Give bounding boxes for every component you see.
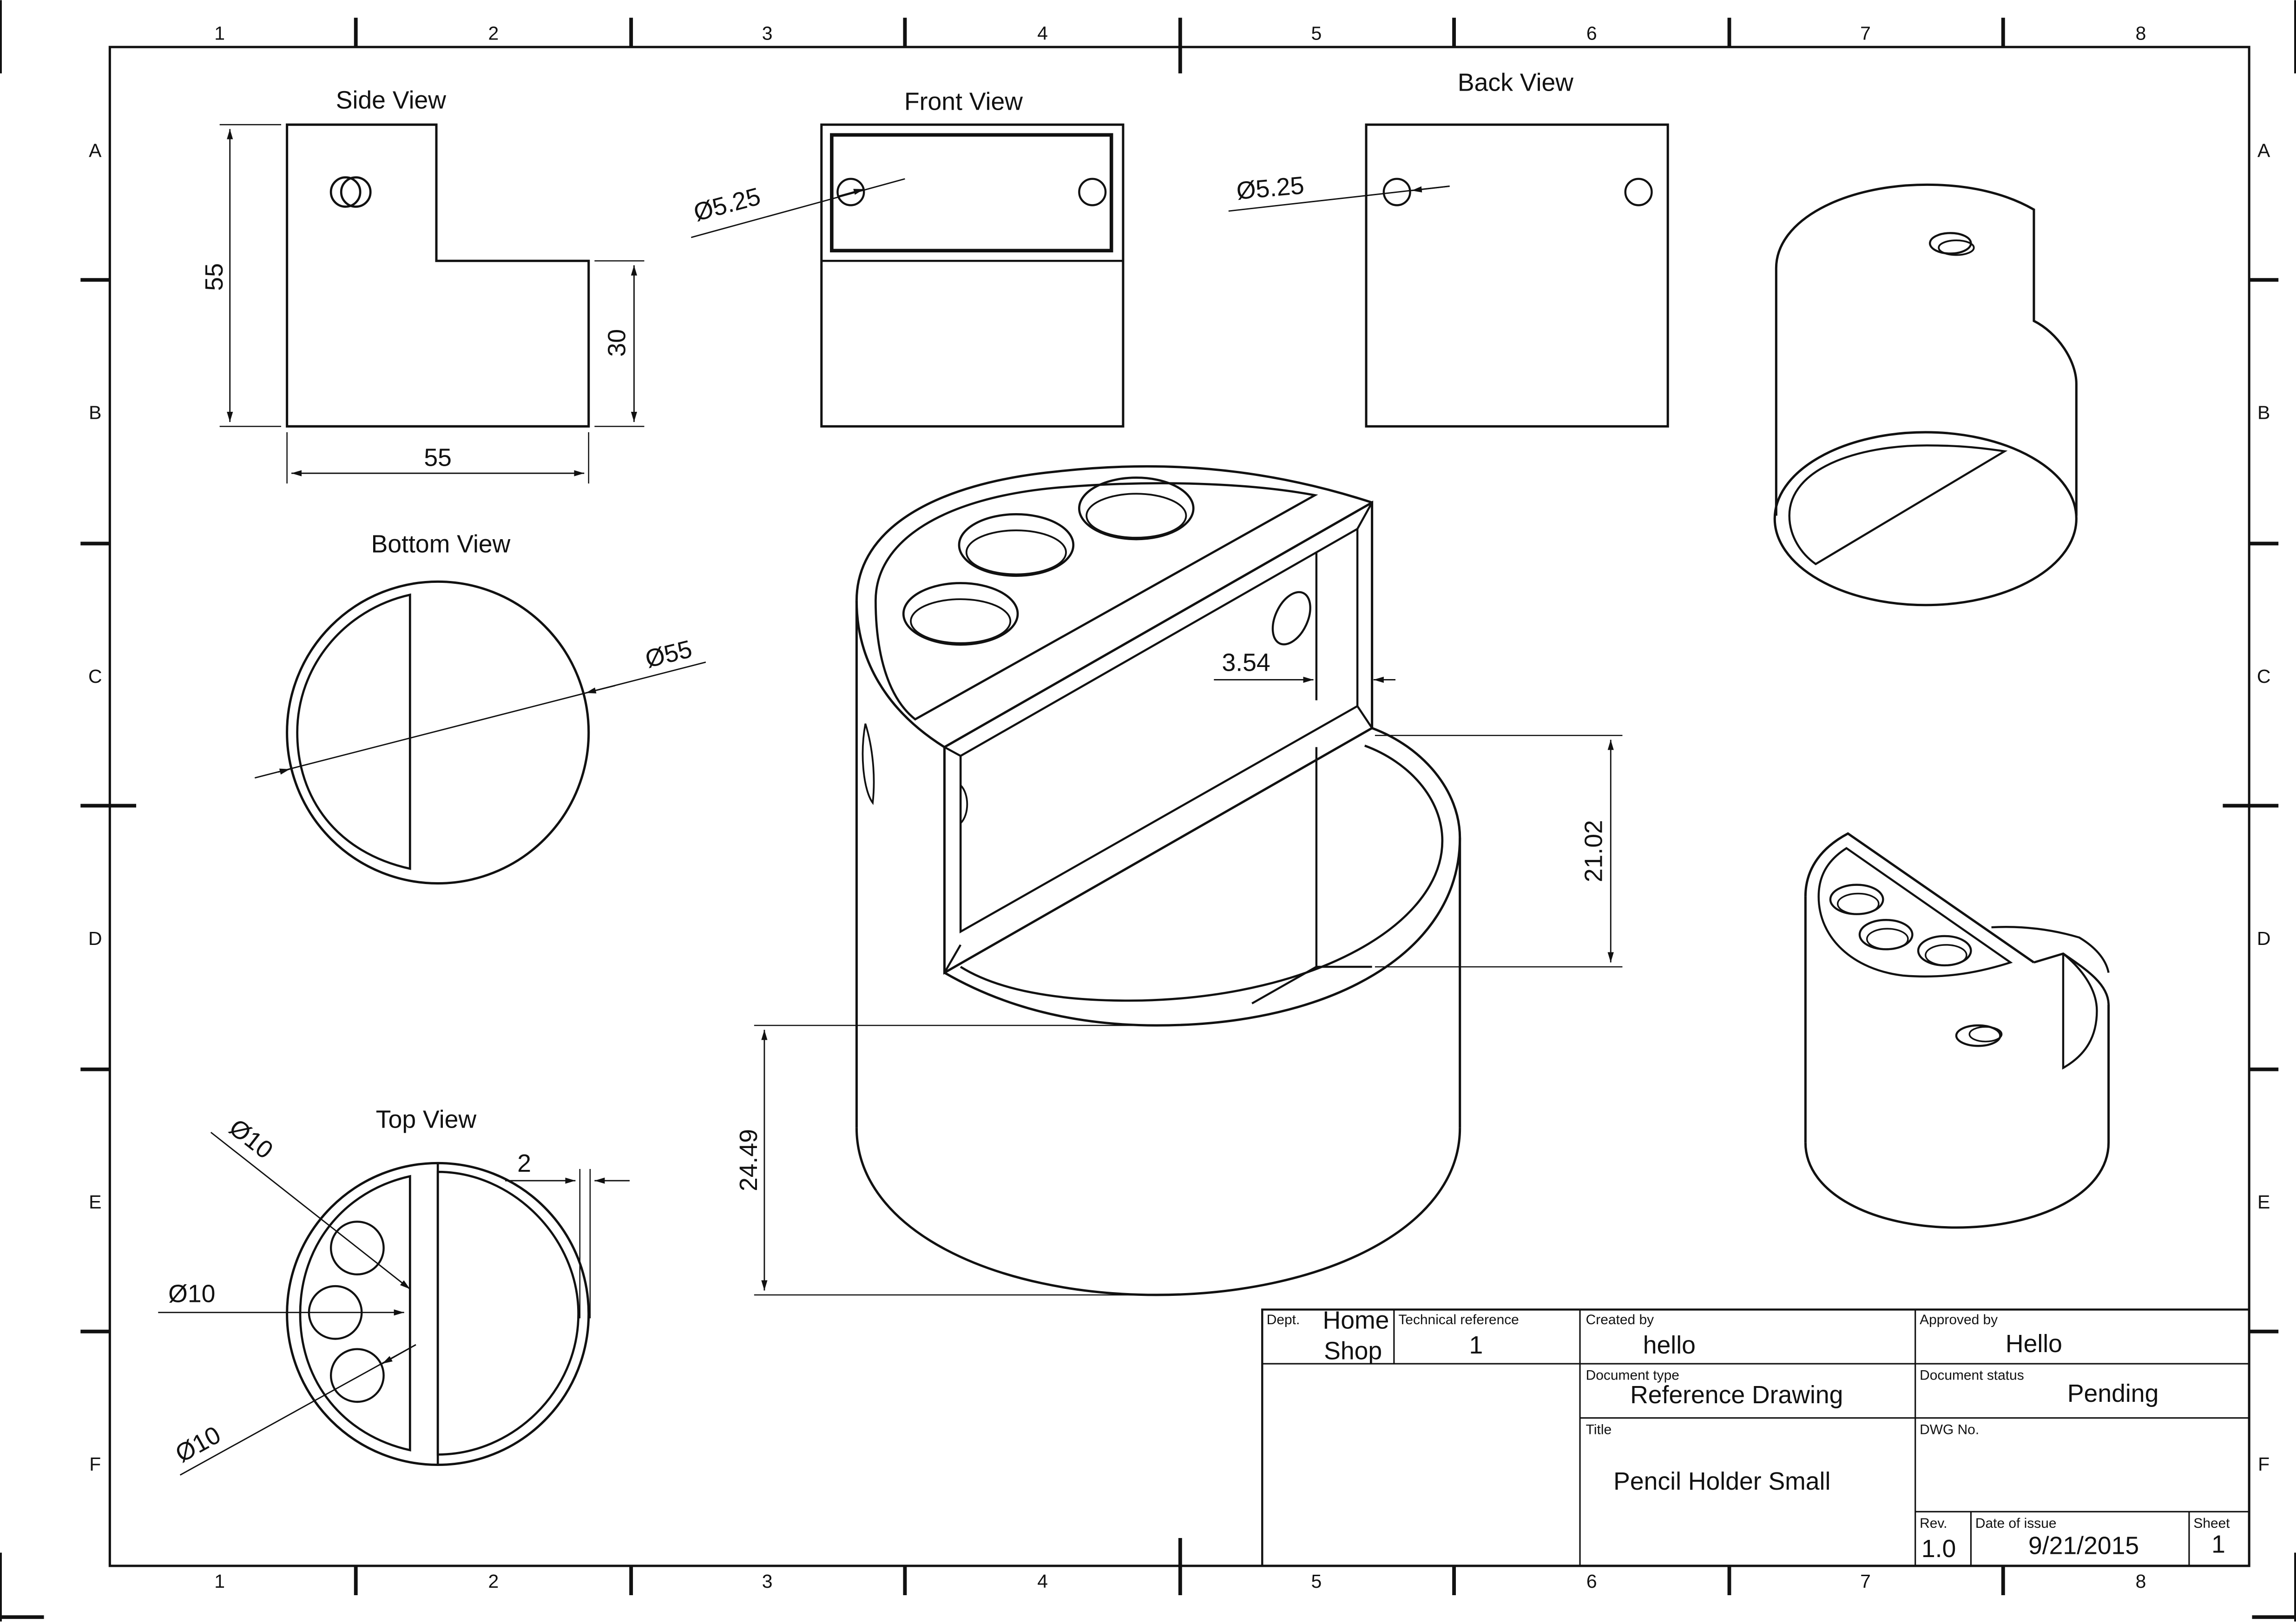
col-label-top: 8 <box>2136 22 2146 44</box>
tb-approved-label: Approved by <box>1920 1312 1998 1327</box>
tb-rev-label: Rev. <box>1920 1516 1947 1531</box>
side-view: Side View 55 30 55 <box>201 87 645 484</box>
iso-view-rear <box>1773 183 2078 607</box>
tb-title: Pencil Holder Small <box>1613 1468 1830 1495</box>
col-label-top: 4 <box>1037 22 1048 44</box>
col-label-bottom: 6 <box>1586 1571 1597 1592</box>
back-view-title: Back View <box>1458 69 1573 97</box>
tb-rev: 1.0 <box>1921 1535 1956 1563</box>
dim-back-hole: Ø5.25 <box>1235 172 1305 205</box>
tb-tech-ref-label: Technical reference <box>1398 1312 1519 1327</box>
bottom-view: Bottom View Ø55 <box>254 530 706 885</box>
row-label-left: A <box>89 140 102 161</box>
row-label-left: E <box>89 1191 101 1213</box>
row-label-left: F <box>89 1453 101 1475</box>
row-label-right: E <box>2257 1191 2270 1213</box>
dim-side-step: 30 <box>604 329 631 357</box>
col-label-top: 1 <box>214 22 225 44</box>
col-label-bottom: 2 <box>488 1571 499 1592</box>
front-view: Front View Ø5.25 <box>691 88 1125 428</box>
tb-doc-status-label: Document status <box>1920 1368 2024 1383</box>
tb-sheet: 1 <box>2211 1531 2225 1558</box>
tb-created: hello <box>1643 1332 1696 1359</box>
col-label-top: 2 <box>488 22 499 44</box>
dim-top-wall: 2 <box>517 1150 531 1177</box>
col-label-bottom: 3 <box>762 1571 773 1592</box>
tb-date-label: Date of issue <box>1975 1516 2057 1531</box>
tb-tech-ref: 1 <box>1469 1332 1483 1359</box>
col-label-bottom: 1 <box>214 1571 225 1592</box>
front-view-title: Front View <box>904 88 1023 116</box>
tb-dept-line2: Shop <box>1324 1338 1382 1365</box>
col-label-top: 3 <box>762 22 773 44</box>
bottom-view-title: Bottom View <box>371 530 511 558</box>
dim-iso-height-lower: 24.49 <box>735 1129 763 1191</box>
tb-created-label: Created by <box>1586 1312 1654 1327</box>
iso-view-front <box>1804 832 2110 1229</box>
dim-top-hole-1: Ø10 <box>224 1114 278 1164</box>
dim-iso-height-upper: 21.02 <box>1580 820 1607 882</box>
row-label-left: D <box>88 928 102 949</box>
back-view: Back View Ø5.25 <box>1228 69 1669 428</box>
row-label-right: A <box>2257 140 2270 161</box>
tb-dept-label: Dept. <box>1267 1312 1300 1327</box>
iso-view-main: 3.54 21.02 24.49 <box>735 465 1623 1296</box>
dim-side-width: 55 <box>424 444 452 471</box>
tb-doc-status: Pending <box>2067 1380 2159 1407</box>
dim-side-height: 55 <box>201 263 228 291</box>
col-label-bottom: 7 <box>1860 1571 1871 1592</box>
col-label-top: 6 <box>1586 22 1597 44</box>
tb-dwg-label: DWG No. <box>1920 1422 1979 1437</box>
tb-sheet-label: Sheet <box>2193 1516 2230 1531</box>
tb-date: 9/21/2015 <box>2028 1532 2139 1560</box>
title-block: Dept. Home Shop Technical reference 1 Cr… <box>1261 1307 2250 1567</box>
dim-top-hole-3: Ø10 <box>171 1421 225 1468</box>
dim-iso-wall: 3.54 <box>1222 649 1270 677</box>
row-label-right: F <box>2258 1453 2270 1475</box>
col-label-top: 5 <box>1311 22 1322 44</box>
row-label-right: C <box>2257 666 2271 687</box>
tb-dept-line1: Home <box>1323 1307 1389 1334</box>
zone-labels: 1 2 3 4 5 6 7 8 1 2 3 4 5 6 7 8 A B C D … <box>88 22 2270 1592</box>
col-label-bottom: 8 <box>2136 1571 2146 1592</box>
tb-doc-type: Reference Drawing <box>1630 1381 1843 1409</box>
tb-title-label: Title <box>1586 1422 1612 1437</box>
top-view-title: Top View <box>376 1106 477 1134</box>
col-label-top: 7 <box>1860 22 1871 44</box>
side-view-title: Side View <box>336 87 446 114</box>
tb-approved: Hello <box>2006 1330 2062 1358</box>
row-label-right: D <box>2257 928 2271 949</box>
dim-top-hole-2: Ø10 <box>168 1281 215 1308</box>
col-label-bottom: 4 <box>1037 1571 1048 1592</box>
row-label-left: C <box>88 666 102 687</box>
top-view: Top View Ø10 Ø10 Ø10 2 <box>158 1106 630 1476</box>
col-label-bottom: 5 <box>1311 1571 1322 1592</box>
row-label-left: B <box>89 402 101 423</box>
row-label-right: B <box>2257 402 2270 423</box>
tb-doc-type-label: Document type <box>1586 1368 1679 1383</box>
